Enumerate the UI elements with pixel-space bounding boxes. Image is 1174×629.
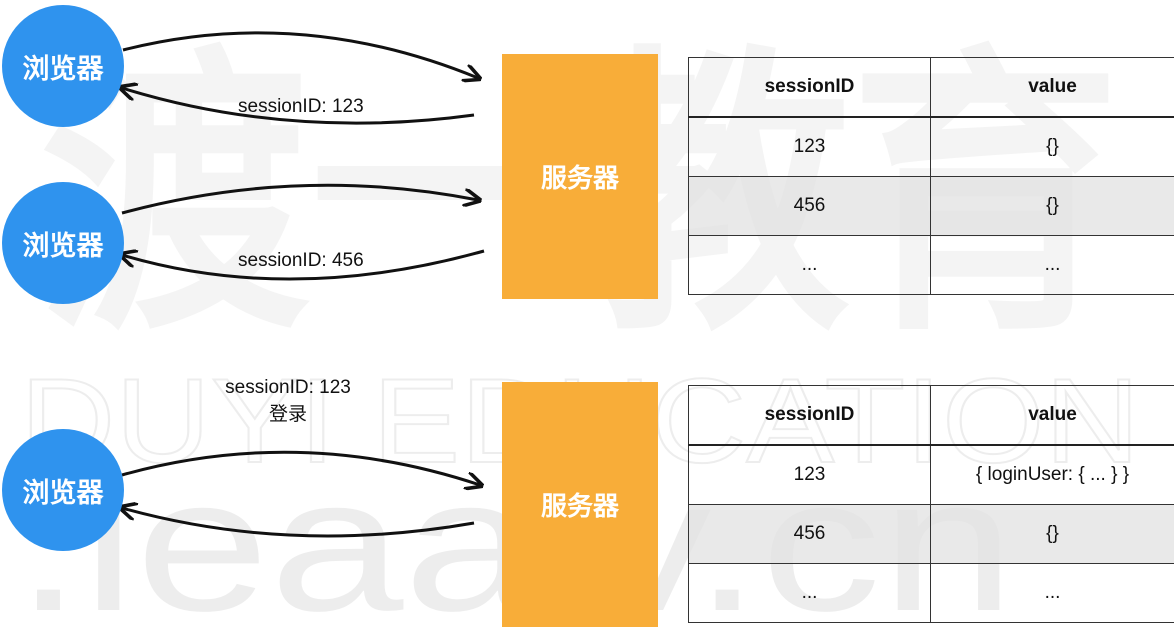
table-row: ... ... [688, 235, 1174, 295]
table-cell-value: ... [930, 235, 1174, 295]
table-cell-value: {} [930, 116, 1174, 177]
table-header-value: value [930, 57, 1174, 118]
table-cell-session-id: 123 [688, 116, 931, 177]
table-cell-session-id: 456 [688, 504, 931, 564]
table-header-row: sessionID value [688, 57, 1174, 118]
table-cell-value: {} [930, 176, 1174, 236]
session-table-top: sessionID value 123 {} 456 {} ... ... [688, 57, 1174, 295]
response-arrow-1 [122, 88, 475, 125]
session-id-label-1: sessionID: 123 [238, 96, 364, 117]
table-cell-session-id: 456 [688, 176, 931, 236]
browser-node-3-label: 浏览器 [22, 477, 104, 509]
table-cell-session-id: 123 [688, 444, 931, 505]
login-request-action: 登录 [268, 403, 307, 425]
table-row: 456 {} [688, 176, 1174, 236]
browser-node-2: 浏览器 [2, 182, 124, 304]
table-row: ... ... [688, 563, 1174, 623]
request-arrow-2 [121, 183, 478, 215]
server-node-top-label: 服务器 [540, 164, 619, 194]
table-row: 456 {} [688, 504, 1174, 564]
table-row: 123 {} [688, 116, 1174, 177]
request-arrow-3 [121, 450, 480, 485]
session-table-bottom: sessionID value 123 { loginUser: { ... }… [688, 385, 1174, 623]
table-cell-session-id: ... [688, 563, 931, 623]
browser-node-1-label: 浏览器 [22, 53, 104, 85]
browser-node-3: 浏览器 [2, 429, 124, 551]
server-node-bottom-label: 服务器 [540, 492, 619, 522]
response-arrow-2 [122, 251, 485, 281]
table-cell-value: {} [930, 504, 1174, 564]
browser-node-2-label: 浏览器 [22, 230, 104, 262]
table-cell-session-id: ... [688, 235, 931, 295]
login-request-label: sessionID: 123 登录 [208, 377, 368, 426]
table-cell-value: { loginUser: { ... } } [930, 444, 1174, 505]
table-cell-value: ... [930, 563, 1174, 623]
table-header-session-id: sessionID [688, 57, 931, 118]
login-request-session-id: sessionID: 123 [225, 377, 351, 398]
browser-node-1: 浏览器 [2, 5, 124, 127]
request-arrow-1 [122, 31, 478, 78]
table-row: 123 { loginUser: { ... } } [688, 444, 1174, 505]
session-id-label-2: sessionID: 456 [238, 250, 364, 271]
table-header-session-id: sessionID [688, 385, 931, 446]
server-node-bottom: 服务器 [502, 382, 658, 627]
table-header-value: value [930, 385, 1174, 446]
response-arrow-3 [122, 508, 475, 538]
table-header-row: sessionID value [688, 385, 1174, 446]
server-node-top: 服务器 [502, 54, 658, 299]
